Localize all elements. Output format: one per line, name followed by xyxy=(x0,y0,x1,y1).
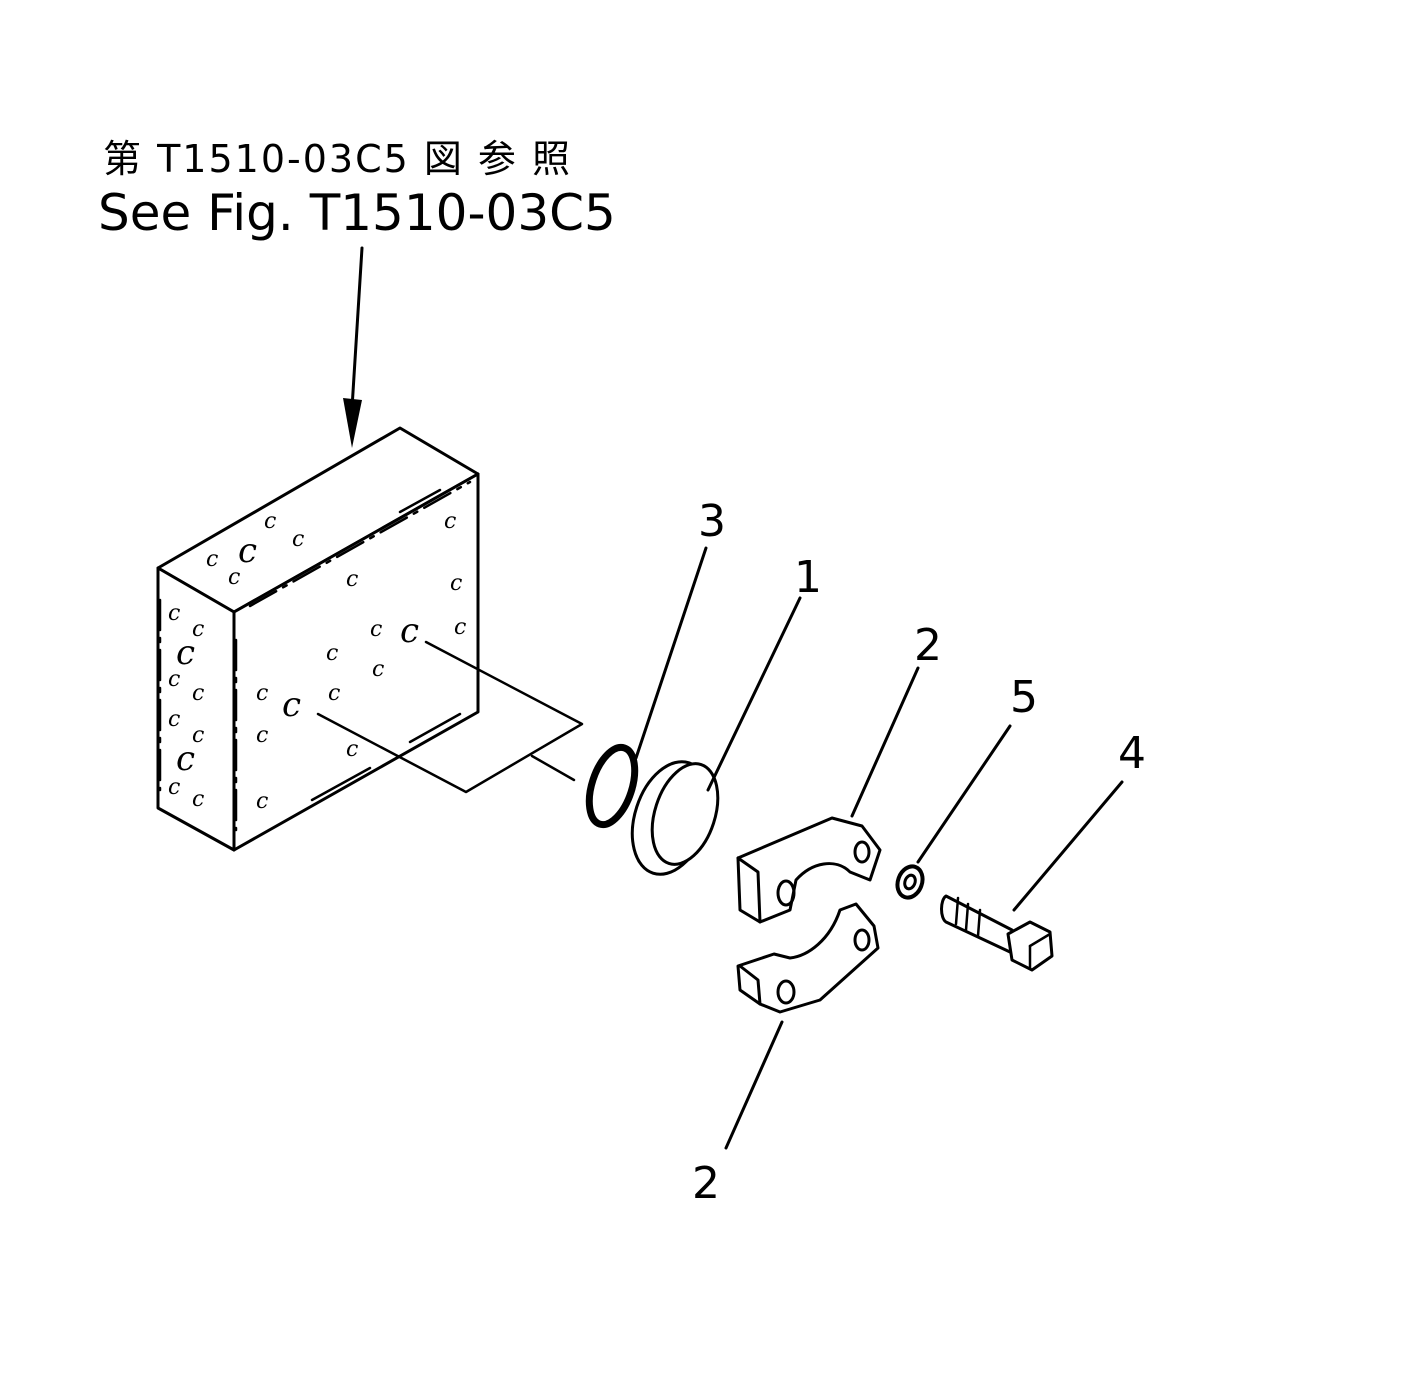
leader-lines xyxy=(634,546,1124,1150)
port-hole: c xyxy=(176,633,195,673)
port-hole: c xyxy=(192,787,204,812)
port-hole: c xyxy=(282,685,301,725)
port-hole: c xyxy=(454,615,466,640)
port-hole: c xyxy=(326,641,338,666)
spring-washer xyxy=(895,864,925,900)
port-hole: c xyxy=(256,723,268,748)
port-hole: c xyxy=(256,681,268,706)
port-hole: c xyxy=(256,789,268,814)
port-hole: c xyxy=(370,617,382,642)
o-ring xyxy=(585,743,639,829)
port-hole: c xyxy=(238,531,257,571)
port-hole: c xyxy=(168,667,180,692)
port-hole: c xyxy=(206,547,218,572)
port-hole: c xyxy=(292,527,304,552)
port-hole: c xyxy=(450,571,462,596)
callout-5: 5 xyxy=(1010,672,1038,723)
port-hole: c xyxy=(444,509,456,534)
port-hole: c xyxy=(346,737,358,762)
half-flange-lower xyxy=(736,902,880,1014)
port-hole: c xyxy=(228,565,240,590)
port-hole: c xyxy=(264,509,276,534)
port-hole: c xyxy=(176,739,195,779)
port-hole: c xyxy=(372,657,384,682)
port-hole: c xyxy=(168,775,180,800)
callout-1: 1 xyxy=(794,552,822,603)
callout-3: 3 xyxy=(698,496,726,547)
blind-plug xyxy=(630,760,720,876)
reference-arrow xyxy=(343,246,364,448)
port-hole: c xyxy=(346,567,358,592)
reference-label-jp: 第 T1510-03C5 図 参 照 xyxy=(103,137,572,181)
hex-bolt xyxy=(940,894,1054,972)
port-hole: c xyxy=(400,611,419,651)
half-flange-upper xyxy=(736,816,882,924)
port-hole: c xyxy=(192,617,204,642)
reference-label-en: See Fig. T1510-03C5 xyxy=(98,184,616,242)
callout-4: 4 xyxy=(1118,728,1146,779)
port-hole: c xyxy=(168,707,180,732)
port-hole: c xyxy=(192,723,204,748)
port-hole: c xyxy=(328,681,340,706)
valve-block: c c c c c c c c c c c c c c c c c c c c … xyxy=(156,426,480,852)
port-hole: c xyxy=(192,681,204,706)
port-hole: c xyxy=(168,601,180,626)
port-guide-lines xyxy=(316,640,584,794)
callout-2-lower: 2 xyxy=(692,1158,720,1209)
callout-2-upper: 2 xyxy=(914,620,942,671)
